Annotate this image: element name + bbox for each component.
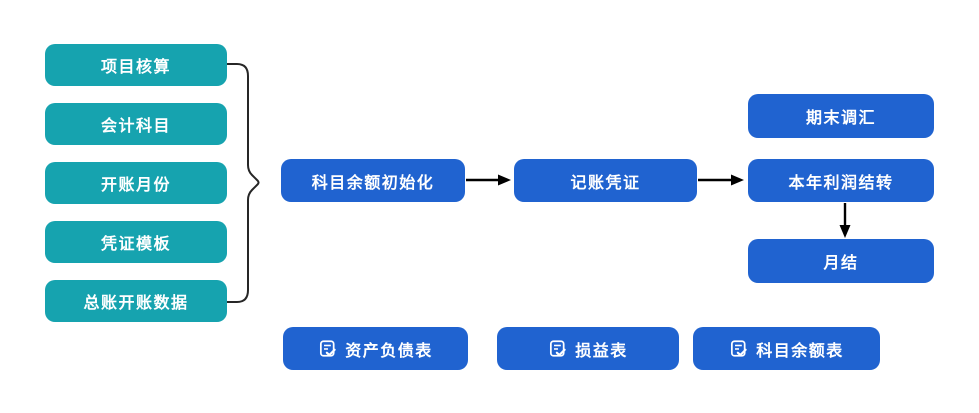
node-label: 月结 bbox=[823, 255, 859, 272]
button-balance-sheet-report[interactable]: 资产负债表 bbox=[283, 327, 468, 370]
node-label: 会计科目 bbox=[100, 118, 171, 135]
node-gl-opening-data[interactable]: 总账开账数据 bbox=[45, 280, 227, 322]
report-check-icon bbox=[548, 339, 567, 358]
node-balance-initialization[interactable]: 科目余额初始化 bbox=[281, 159, 465, 202]
button-label: 科目余额表 bbox=[756, 342, 844, 360]
report-check-icon bbox=[318, 339, 337, 358]
node-bookkeeping-voucher[interactable]: 记账凭证 bbox=[514, 159, 697, 202]
button-trial-balance-report[interactable]: 科目余额表 bbox=[693, 327, 880, 370]
report-check-icon bbox=[729, 339, 748, 358]
node-project-accounting[interactable]: 项目核算 bbox=[45, 44, 227, 86]
node-period-end-fx-adjustment[interactable]: 期末调汇 bbox=[748, 94, 934, 138]
node-month-end-close[interactable]: 月结 bbox=[748, 239, 934, 283]
node-label: 本年利润结转 bbox=[788, 174, 894, 192]
arrow-init-to-voucher bbox=[466, 174, 511, 186]
button-income-statement-report[interactable]: 损益表 bbox=[497, 327, 679, 370]
node-profit-carryover[interactable]: 本年利润结转 bbox=[748, 159, 934, 202]
button-label: 资产负债表 bbox=[345, 342, 433, 360]
arrow-profit-to-month bbox=[839, 203, 851, 238]
arrow-voucher-to-profit bbox=[698, 174, 744, 186]
node-label: 凭证模板 bbox=[100, 236, 171, 253]
node-label: 开账月份 bbox=[100, 177, 171, 194]
button-label: 损益表 bbox=[575, 342, 628, 360]
node-label: 总账开账数据 bbox=[83, 295, 189, 312]
node-voucher-template[interactable]: 凭证模板 bbox=[45, 221, 227, 263]
node-label: 期末调汇 bbox=[805, 110, 876, 127]
node-label: 项目核算 bbox=[100, 59, 171, 76]
node-accounting-subjects[interactable]: 会计科目 bbox=[45, 103, 227, 145]
node-label: 科目余额初始化 bbox=[311, 174, 435, 192]
brace-connector bbox=[226, 63, 260, 303]
node-label: 记账凭证 bbox=[570, 174, 641, 192]
node-opening-month[interactable]: 开账月份 bbox=[45, 162, 227, 204]
